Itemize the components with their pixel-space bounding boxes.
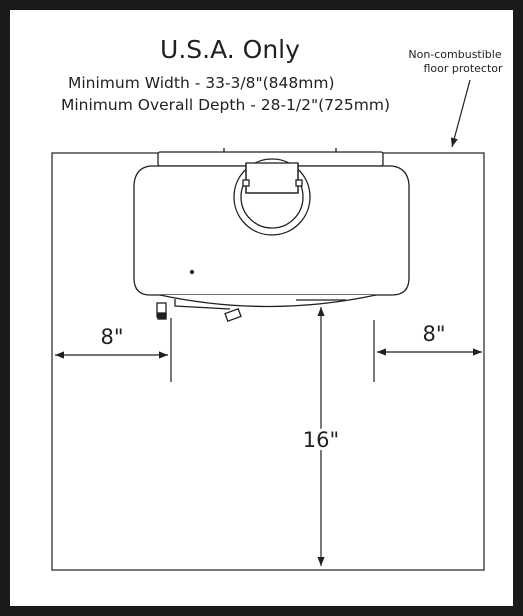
min-width-label: Minimum Width - 33-3/8"(848mm): [68, 74, 335, 92]
callout-label-line1: Non-combustible: [408, 48, 501, 61]
min-depth-label: Minimum Overall Depth - 28-1/2"(725mm): [61, 96, 390, 114]
callout-arrow: [450, 79, 471, 148]
page-title: U.S.A. Only: [160, 35, 300, 64]
front-clearance-label: 16": [303, 428, 339, 452]
callout-label-line2: floor protector: [423, 62, 503, 75]
stove-top-view: [133, 148, 410, 322]
right-clearance-label: 8": [422, 322, 445, 346]
left-clearance-label: 8": [100, 325, 123, 349]
